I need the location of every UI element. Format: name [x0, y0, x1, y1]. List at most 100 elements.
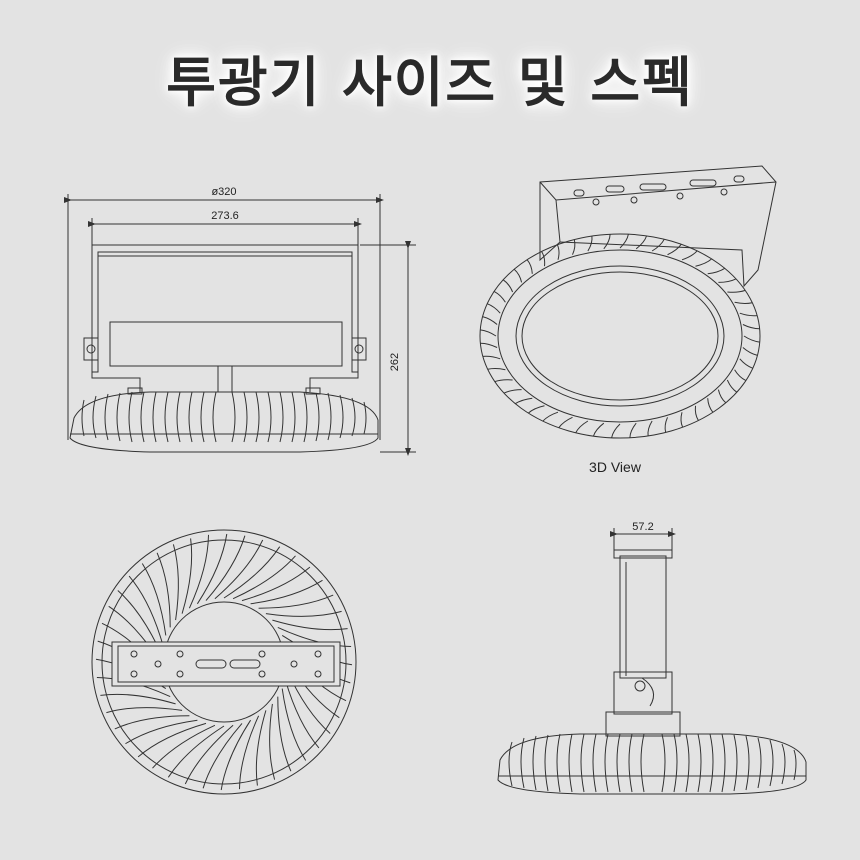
bracket: [91, 244, 359, 373]
heatsink-fin: [493, 290, 506, 303]
iso-ring-outer: [479, 233, 761, 439]
iso-view: [479, 165, 777, 439]
heatsink-fin: [727, 289, 746, 293]
heatsink-fin: [694, 405, 699, 421]
heatsink-fin: [184, 724, 234, 785]
heatsink-fin: [223, 546, 281, 599]
heatsink-fin: [172, 544, 179, 621]
side-view: [497, 528, 807, 795]
iso-bracket: [539, 165, 777, 288]
heatsink-fin: [726, 379, 738, 393]
heatsink-fin: [202, 723, 243, 789]
heatsink-fin: [629, 422, 637, 438]
heatsink-fin: [611, 423, 621, 438]
iso-lens: [515, 265, 725, 407]
driver-box: [109, 321, 343, 367]
heatsink-fin: [734, 369, 747, 382]
front-view: [64, 194, 416, 456]
heatsink-fin: [167, 725, 225, 778]
heatsink-fin: [651, 238, 665, 252]
heatsink-fin: [619, 234, 629, 249]
heatsink-fin: [734, 301, 753, 304]
heatsink-fin: [482, 316, 498, 325]
heatsink-fin: [241, 566, 311, 602]
heatsink-fin: [592, 422, 605, 437]
heatsink-fin: [526, 259, 533, 274]
heatsink-fin: [487, 303, 501, 314]
heatsink-fin: [272, 619, 348, 631]
lamp-body-side: [497, 733, 807, 795]
heatsink-fin: [220, 719, 252, 791]
side-knuckle: [613, 671, 673, 715]
heatsink-fin: [717, 389, 727, 404]
top-body-outer: [91, 529, 357, 795]
heatsink-fin: [188, 534, 209, 609]
heatsink-fin: [277, 626, 352, 647]
heatsink-fin: [482, 355, 501, 360]
heatsink-fin: [513, 268, 523, 283]
iso-caption: 3D View: [589, 459, 642, 475]
heatsink-fin: [269, 703, 276, 780]
heatsink-fin: [503, 389, 522, 394]
heatsink-fin: [541, 251, 546, 267]
heatsink-fin: [487, 368, 506, 371]
heatsink-fin: [527, 405, 545, 414]
heatsink-fin: [743, 335, 760, 343]
dim-label-height: 262: [389, 353, 401, 371]
lamp-body-front: [69, 391, 379, 453]
heatsink-fin: [255, 710, 267, 786]
heatsink-fin: [502, 279, 514, 293]
heatsink-fin: [277, 696, 292, 772]
heatsink-fin: [250, 579, 323, 605]
heatsink-fin: [680, 412, 684, 428]
heatsink-fin: [667, 244, 682, 256]
heatsink-fin: [214, 539, 264, 600]
heatsink-fin: [707, 398, 714, 413]
heatsink-fin: [556, 244, 560, 260]
heatsink-fin: [205, 535, 246, 601]
heatsink-fin: [603, 234, 611, 250]
heatsink-fin: [284, 679, 320, 749]
heatsink-fin: [125, 719, 198, 745]
heatsink-fin: [681, 250, 698, 261]
dim-label-diameter: ø320: [211, 186, 236, 198]
heatsink-fin: [664, 417, 668, 433]
heatsink-fin: [141, 563, 167, 636]
heatsink-fin: [114, 715, 190, 730]
heatsink-fin: [514, 397, 533, 405]
heatsink-fin: [239, 715, 260, 790]
heatsink-fin: [542, 411, 559, 422]
heatsink-fin: [587, 236, 593, 252]
heatsink-fin: [480, 329, 497, 337]
heatsink-fin: [258, 594, 334, 609]
heatsink-fin: [575, 420, 589, 434]
heatsink-fin: [181, 538, 193, 614]
heatsink-fin: [739, 358, 753, 369]
heatsink-fin: [232, 555, 296, 600]
heatsink-fin: [152, 724, 216, 769]
heatsink-fin: [100, 693, 176, 705]
heatsink-fin: [128, 575, 164, 645]
heatsink-fin: [718, 278, 737, 283]
heatsink-fin: [695, 258, 713, 267]
heatsink-fin: [281, 688, 307, 761]
heatsink-fin: [265, 610, 342, 617]
dim-label-bracket-width: 273.6: [211, 210, 239, 222]
heatsink-fin: [494, 379, 513, 383]
heatsink-fin: [558, 416, 573, 428]
heatsink-fin: [742, 347, 758, 356]
heatsink-fin: [635, 235, 648, 250]
side-bracket: [619, 555, 667, 679]
heatsink-fin: [196, 533, 228, 605]
heatsink-fin: [106, 707, 183, 714]
heatsink-fin: [647, 420, 653, 436]
heatsink-fin: [739, 312, 758, 317]
top-view: [91, 529, 357, 795]
page-title: 투광기 사이즈 및 스펙: [166, 51, 694, 114]
heatsink-fin: [137, 722, 207, 758]
dim-label-bracket-depth: 57.2: [632, 521, 653, 533]
heatsink-fin: [742, 324, 760, 330]
heatsink-fin: [707, 267, 726, 275]
heatsink-fin: [156, 552, 171, 628]
